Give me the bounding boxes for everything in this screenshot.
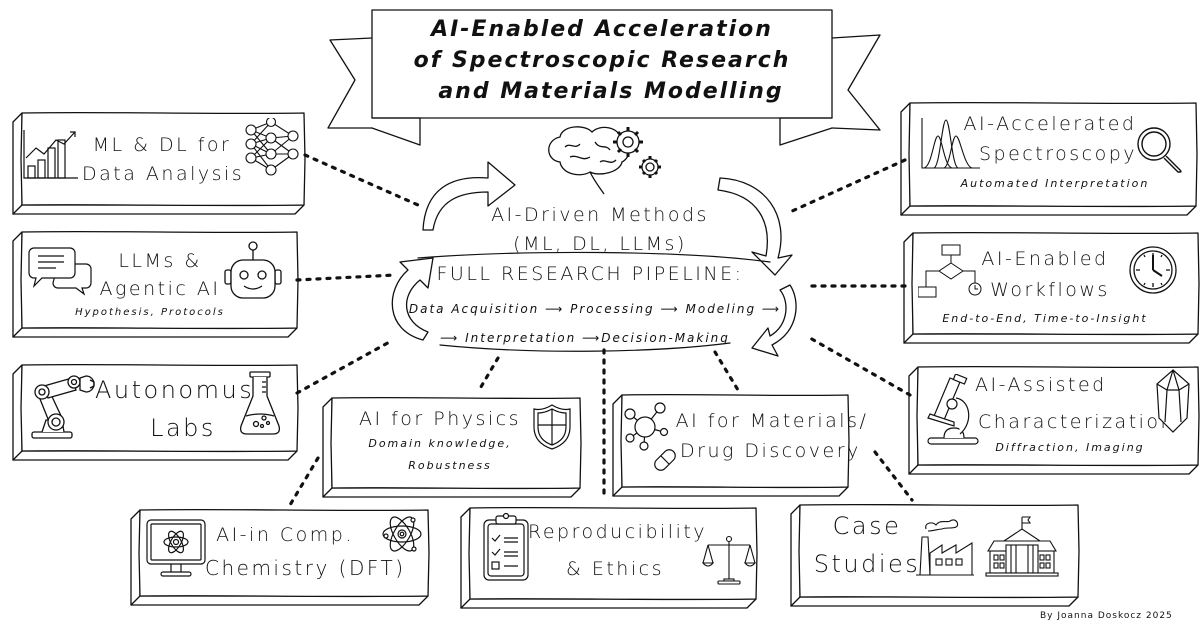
node-workflows-line2: Workflows [990, 279, 1110, 301]
neural-network-icon [245, 118, 299, 176]
connector-physics [476, 356, 500, 394]
flask-icon [239, 371, 281, 435]
node-llms-line2: Agentic AI [99, 278, 221, 300]
brain-gears-icon [548, 126, 661, 195]
box-edge-repro [460, 598, 471, 609]
node-spectroscopy-line2: Spectroscopy [979, 143, 1137, 165]
checklist-clipboard-icon [483, 512, 529, 581]
bar-chart-trend-icon [23, 130, 78, 179]
box-face-llms [20, 230, 299, 330]
node-ml-dl-line2: Data Analysis [82, 163, 245, 185]
node-autonomous-labs-line2: Labs [150, 414, 216, 442]
node-ai-physics-sub2: Robustness [408, 459, 492, 472]
magnifier-icon [1137, 127, 1182, 173]
node-llms-sub: Hypothesis, Protocols [75, 307, 225, 318]
box-face-workflows [911, 231, 1200, 336]
scales-icon [702, 535, 756, 585]
connectors [288, 153, 914, 507]
crystal-icon [1156, 369, 1190, 433]
box-edge-spectroscopy [900, 205, 911, 216]
node-spectroscopy-line1: AI-Accelerated [963, 113, 1137, 135]
connector-materials [713, 350, 740, 392]
box-edge-materials [612, 486, 623, 497]
atom-icon [382, 516, 422, 552]
node-characterization-line2: Characterization [978, 411, 1176, 433]
box-face-ml-dl [20, 111, 306, 207]
monitor-atom-icon [146, 519, 206, 577]
node-reproducibility-line1: Reproducibility [528, 521, 708, 543]
title-line-3: and Materials Modelling [438, 79, 784, 104]
connector-characterization [808, 336, 912, 397]
pipeline-steps-1: Data Acquisition ⟶ Processing ⟶ Modeling… [408, 302, 782, 316]
factory-icon [916, 519, 974, 576]
spectrum-peaks-icon [921, 118, 980, 169]
node-case-studies-line2: Studies [813, 550, 921, 578]
university-building-icon [985, 516, 1059, 577]
connector-physics-compchem [288, 456, 320, 507]
node-workflows-line1: AI-Enabled [981, 248, 1109, 270]
connector-cases [873, 450, 914, 502]
connector-autolabs [295, 338, 395, 395]
node-ml-dl-line1: ML & DL for [92, 134, 232, 156]
title-line-2: of Spectroscopic Research [413, 48, 791, 73]
arrow-bottom-left [391, 257, 434, 341]
robot-arm-icon [31, 375, 95, 439]
pipeline-arc-bottom [439, 342, 731, 352]
node-ai-physics-line1: AI for Physics [358, 408, 522, 430]
shield-icon [533, 404, 571, 450]
methods-title: AI-Driven Methods [491, 204, 709, 226]
pill-icon [654, 449, 676, 471]
box-edge-cases [790, 596, 801, 607]
node-ai-materials-line1: AI for Materials/ [675, 410, 869, 432]
molecule-icon [624, 402, 669, 451]
pipeline-steps-2: ⟶ Interpretation ⟶Decision-Making [440, 331, 730, 345]
microscope-icon [927, 374, 979, 445]
node-characterization-sub: Diffraction, Imaging [995, 441, 1145, 454]
pipeline-arc-top [417, 251, 771, 263]
box-face-compchem [138, 508, 430, 598]
page-title: AI-Enabled Acceleration of Spectroscopic… [372, 14, 832, 107]
arrow-top-left [422, 161, 516, 231]
connector-ml-dl [303, 153, 420, 207]
flowchart-icon [918, 244, 982, 298]
node-comp-chem-line2: Chemistry (DFT) [205, 556, 406, 580]
node-comp-chem-line1: AI-in Comp. [216, 524, 354, 546]
node-reproducibility-line2: & Ethics [566, 558, 664, 580]
chat-bubbles-icon [28, 247, 92, 296]
node-case-studies-line1: Case [832, 512, 902, 540]
box-face-spectroscopy [908, 101, 1198, 208]
arrow-top-right [717, 177, 793, 276]
box-face-repro [468, 506, 758, 601]
box-edge-autolabs [12, 450, 23, 461]
node-ai-materials-line2: Drug Discovery [680, 440, 861, 462]
author-credit: By Joanna Doskocz 2025 [1040, 611, 1173, 621]
methods-subtitle: (ML, DL, LLMs) [513, 233, 687, 255]
box-edge-workflows [903, 333, 914, 344]
arrow-bottom-right [751, 284, 797, 357]
clock-icon [1129, 246, 1177, 294]
box-edge-physics [322, 487, 333, 498]
box-edge-llms [12, 327, 23, 338]
box-edge-ml-dl [12, 204, 23, 215]
pipeline-title: FULL RESEARCH PIPELINE: [436, 263, 744, 285]
connector-llms [295, 273, 397, 282]
box-edge-compchem [130, 595, 141, 606]
node-ai-physics-sub1: Domain knowledge, [368, 437, 512, 450]
title-banner [327, 9, 881, 146]
node-characterization-line1: AI-Assisted [975, 374, 1107, 396]
box-face-materials [620, 393, 850, 489]
node-autonomous-labs-line1: Autonomus [95, 376, 255, 404]
node-workflows-sub: End-to-End, Time-to-Insight [942, 312, 1148, 325]
title-line-1: AI-Enabled Acceleration [431, 17, 773, 42]
box-face-characterization [916, 365, 1200, 467]
node-llms-line1: LLMs & [118, 250, 202, 272]
connector-spectroscopy [788, 158, 907, 214]
box-edge-characterization [908, 464, 919, 475]
box-face-physics [330, 396, 582, 490]
cycle-arrows [391, 161, 797, 357]
node-spectroscopy-sub: Automated Interpretation [960, 177, 1150, 190]
robot-icon [224, 241, 282, 299]
